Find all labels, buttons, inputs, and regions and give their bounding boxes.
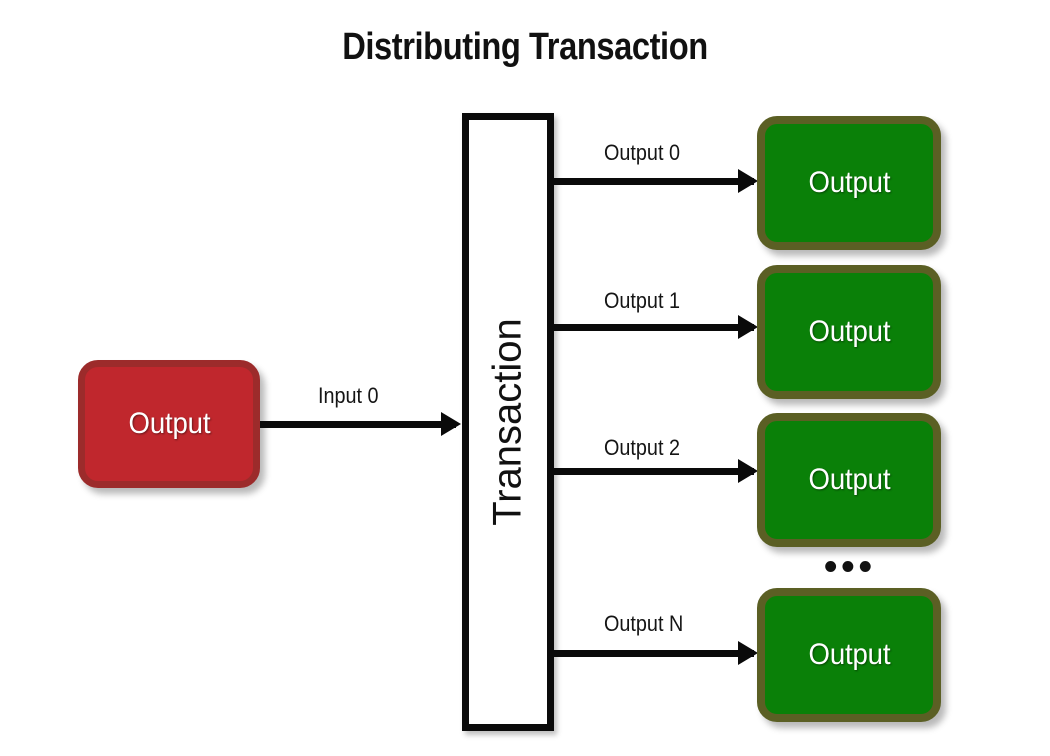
output-connector-arrowhead-n	[738, 641, 758, 665]
output-connector-line-0	[554, 178, 754, 185]
output-connector-line-1	[554, 324, 754, 331]
input-connector-line	[260, 421, 456, 428]
output-node-label-n: Output	[808, 638, 890, 671]
output-connector-label-2: Output 2	[604, 435, 680, 460]
output-node-label-1: Output	[808, 315, 890, 348]
transaction-bar-label: Transaction	[485, 318, 530, 526]
input-connector-label: Input 0	[318, 383, 379, 408]
output-node-0[interactable]: Output	[757, 116, 941, 250]
output-connector-label-1: Output 1	[604, 288, 680, 313]
ellipsis-indicator: •••	[824, 546, 876, 588]
output-node-label-0: Output	[808, 166, 890, 199]
output-node-n[interactable]: Output	[757, 588, 941, 722]
page-title: Distributing Transaction	[342, 26, 708, 68]
output-connector-line-n	[554, 650, 754, 657]
output-connector-label-n: Output N	[604, 611, 684, 636]
output-connector-line-2	[554, 468, 754, 475]
output-connector-arrowhead-2	[738, 459, 758, 483]
input-output-node-label: Output	[128, 407, 210, 440]
input-output-node[interactable]: Output	[78, 360, 260, 488]
input-connector-arrowhead	[441, 412, 461, 436]
output-node-1[interactable]: Output	[757, 265, 941, 399]
output-connector-label-0: Output 0	[604, 140, 680, 165]
output-connector-arrowhead-1	[738, 315, 758, 339]
transaction-bar[interactable]: Transaction	[462, 113, 554, 731]
output-connector-arrowhead-0	[738, 169, 758, 193]
output-node-2[interactable]: Output	[757, 413, 941, 547]
output-node-label-2: Output	[808, 463, 890, 496]
